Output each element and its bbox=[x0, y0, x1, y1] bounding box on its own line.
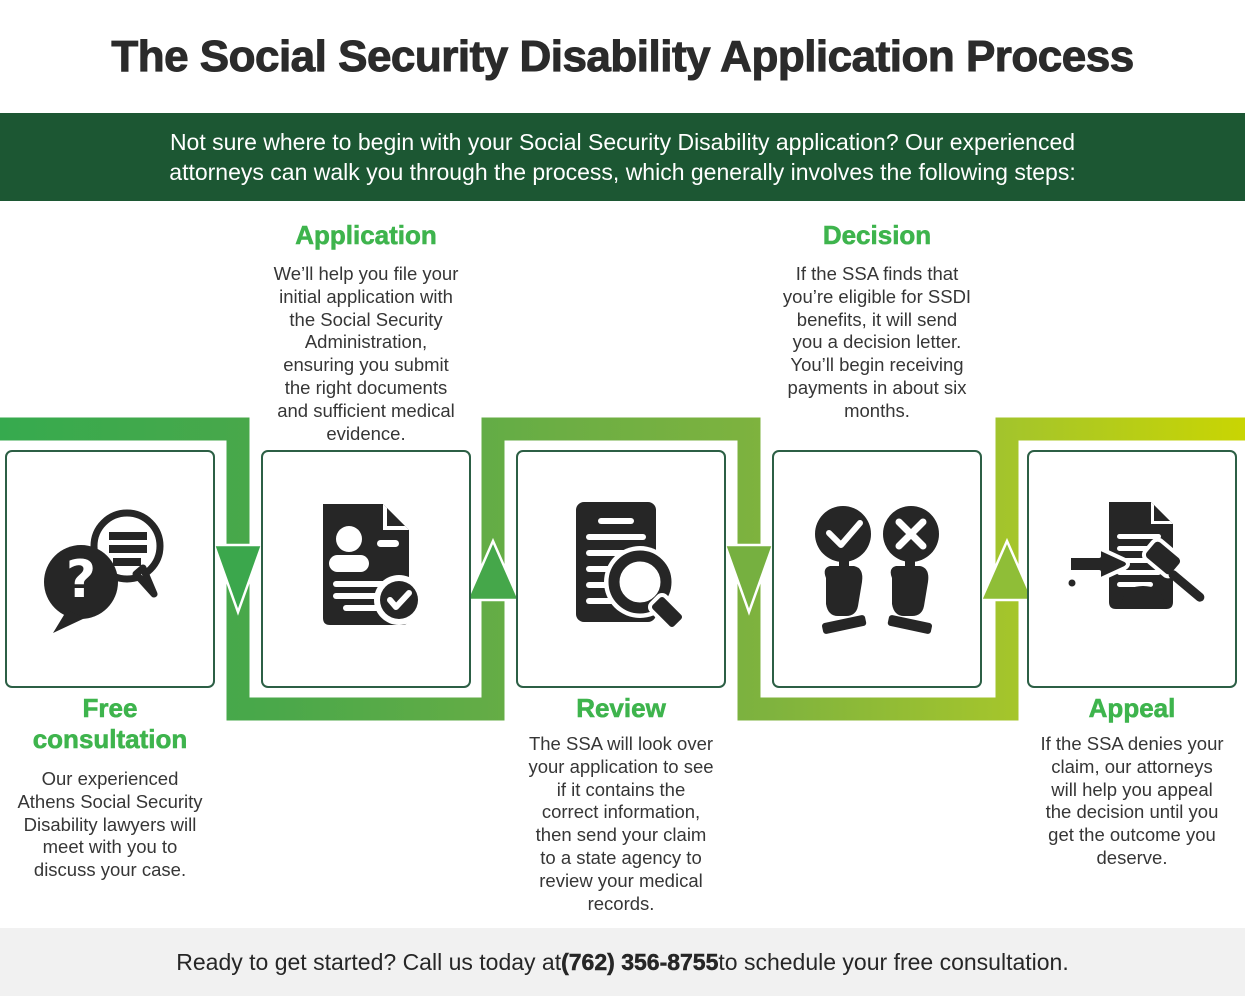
flow-arrow-down-1-icon bbox=[212, 543, 264, 616]
step-label-appeal: Appeal bbox=[1088, 693, 1176, 724]
footer-cta-text-pre: Ready to get started? Call us today at bbox=[176, 948, 562, 975]
page-title: The Social Security Disability Applicati… bbox=[111, 31, 1135, 81]
flow-arrow-down-2-icon bbox=[723, 543, 775, 616]
step-label-decision: Decision bbox=[822, 220, 932, 251]
step-description-application: We’ll help you file your initial applica… bbox=[273, 263, 459, 444]
flow-arrow-up-1-icon bbox=[465, 537, 521, 602]
approve-deny-hands-icon bbox=[815, 506, 939, 634]
gavel-appeal-icon bbox=[1067, 502, 1205, 609]
step-description-decision: If the SSA finds that you’re eligible fo… bbox=[782, 263, 972, 421]
phone-number: (762) 356-8755 bbox=[561, 948, 719, 975]
step-description-appeal: If the SSA denies your claim, our attorn… bbox=[1040, 733, 1224, 868]
step-card-application bbox=[261, 450, 471, 688]
step-description-free-consultation: Our experienced Athens Social Security D… bbox=[17, 768, 203, 881]
footer-cta-text-post: to schedule your free consultation. bbox=[718, 948, 1069, 975]
flow-arrow-up-2-icon bbox=[979, 537, 1035, 602]
svg-text:?: ? bbox=[66, 550, 96, 610]
step-label-application: Application bbox=[295, 220, 437, 251]
step-description-review: The SSA will look over your application … bbox=[528, 733, 714, 914]
intro-banner: Not sure where to begin with your Social… bbox=[0, 113, 1245, 201]
chat-question-icon: ? bbox=[44, 509, 164, 633]
intro-text: Not sure where to begin with your Social… bbox=[169, 129, 1076, 185]
application-document-icon bbox=[323, 504, 424, 625]
footer-cta: Ready to get started? Call us today at (… bbox=[0, 928, 1245, 996]
process-flow bbox=[0, 417, 1245, 721]
step-label-review: Review bbox=[576, 693, 666, 724]
document-search-icon bbox=[576, 502, 687, 632]
step-card-decision bbox=[772, 450, 982, 688]
step-card-appeal bbox=[1027, 450, 1237, 688]
step-card-free-consultation: ? bbox=[5, 450, 215, 688]
step-card-review bbox=[516, 450, 726, 688]
step-label-free-consultation: Free consultation bbox=[32, 693, 188, 755]
